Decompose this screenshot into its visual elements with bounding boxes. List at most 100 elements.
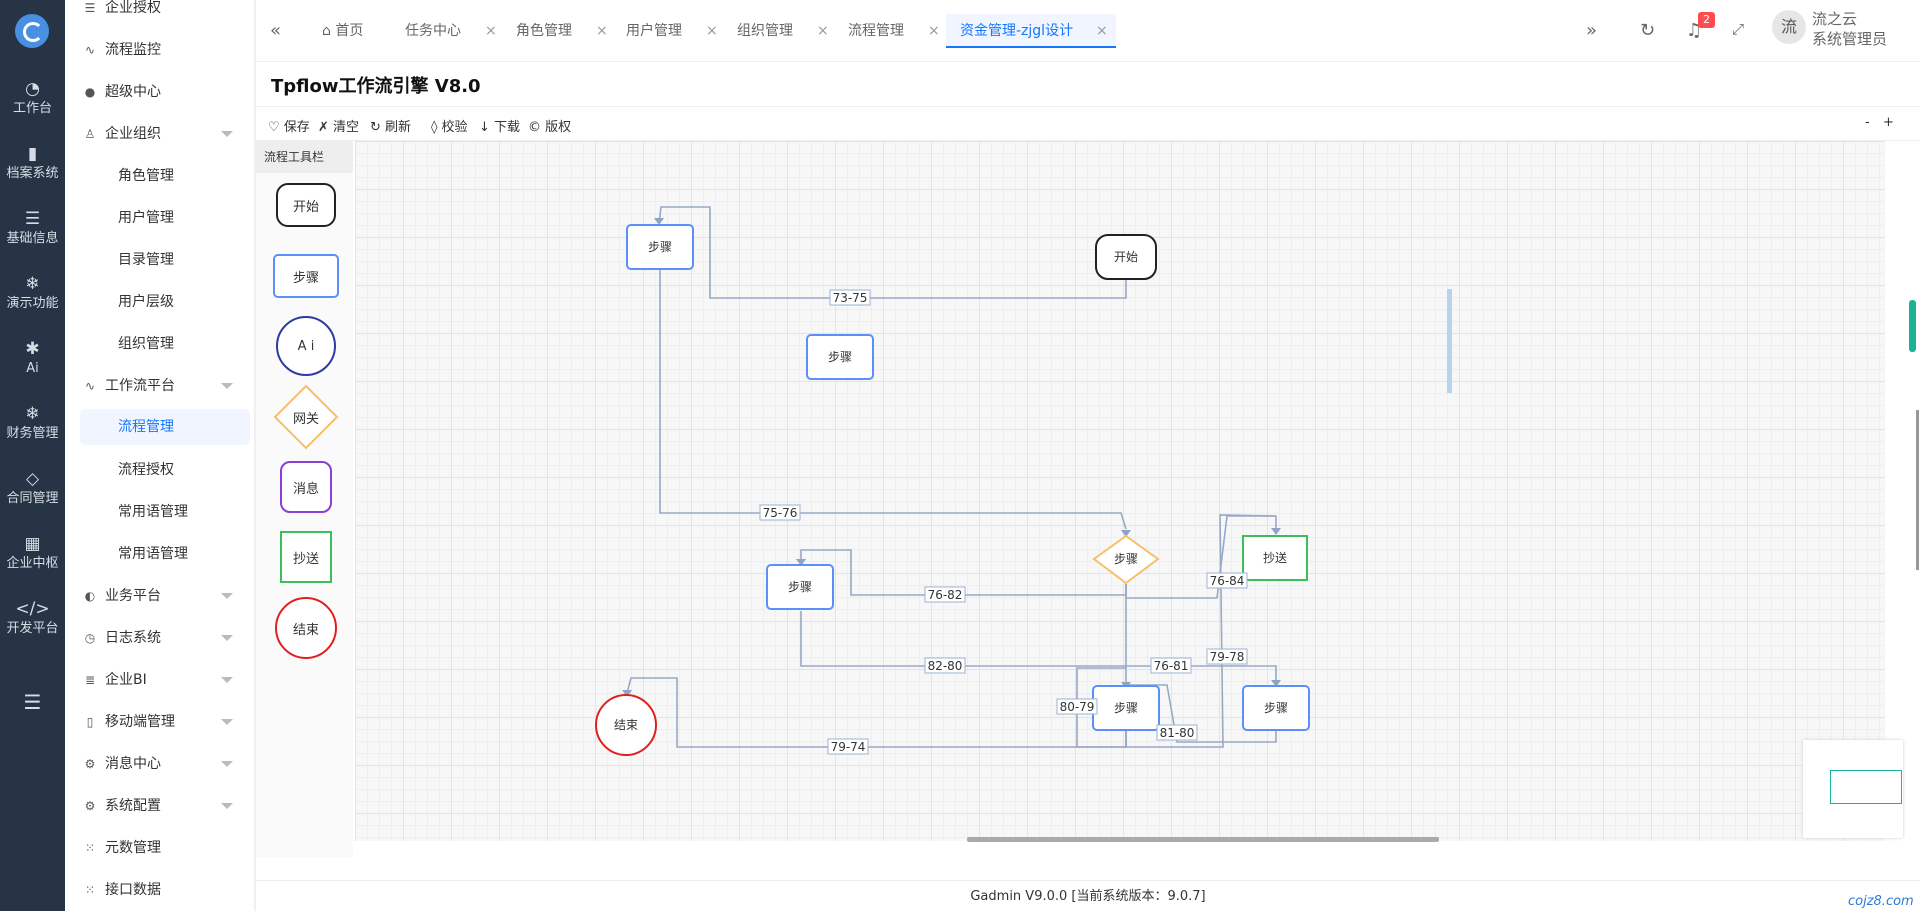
node-step-5[interactable]	[1242, 685, 1310, 731]
palm-icon: ✱	[25, 339, 40, 359]
refresh-button[interactable]: ↻ 刷新	[370, 120, 412, 135]
edge-79-74[interactable]	[626, 677, 1127, 748]
selection-handle[interactable]	[1447, 289, 1452, 393]
tab-fund-design[interactable]: 资金管理-zjgl设计×	[946, 14, 1116, 48]
zoom-out-button[interactable]: -	[1865, 115, 1870, 130]
palette-start-node[interactable]: 开始	[276, 183, 336, 227]
clock-icon: ◷	[84, 631, 96, 645]
node-label: 步骤	[648, 240, 672, 254]
rail-item-contract[interactable]: ◇合同管理	[0, 462, 65, 522]
palette-message-node[interactable]: 消息	[280, 461, 332, 513]
arrow-head	[622, 690, 632, 697]
clear-button[interactable]: ✗ 清空	[318, 120, 360, 135]
copyright-button[interactable]: © 版权	[528, 120, 572, 135]
node-end[interactable]	[595, 694, 657, 756]
menu-item-role-manage[interactable]: 角色管理	[118, 168, 174, 184]
menu-item-flow-manage[interactable]: 流程管理	[80, 409, 250, 445]
zoom-in-button[interactable]: +	[1883, 115, 1894, 130]
palette-step-node[interactable]: 步骤	[273, 254, 339, 298]
phone-icon: ▯	[86, 715, 94, 729]
menu-item-flow-auth[interactable]: 流程授权	[118, 462, 174, 478]
palette-cc-node[interactable]: 抄送	[280, 531, 332, 583]
menu-item-system-config[interactable]: ⚙系统配置	[65, 788, 255, 824]
horizontal-scrollbar[interactable]	[967, 837, 1439, 842]
flow-canvas[interactable]: 步骤 开始 步骤 步骤 抄送 步骤 结束 步骤 步骤 73-75 75-76	[355, 141, 1885, 841]
minimap[interactable]	[1803, 740, 1903, 838]
menu-item-user-manage[interactable]: 用户管理	[118, 210, 174, 226]
tab-flow-manage[interactable]: 流程管理×	[848, 14, 940, 48]
save-button[interactable]: ♡ 保存	[268, 120, 310, 135]
edge-76-81[interactable]	[1125, 584, 1277, 683]
palette-end-node[interactable]: 结束	[275, 597, 337, 659]
menu-item-enterprise-auth[interactable]: ☰企业授权	[65, 0, 255, 26]
menu-item-phrase-manage[interactable]: 常用语管理	[118, 504, 188, 520]
edge-75-76[interactable]	[659, 269, 1127, 530]
menu-item-api-data[interactable]: ⁙接口数据	[65, 872, 255, 908]
gateway-diamond-icon	[273, 384, 339, 450]
node-label: 步骤	[1264, 701, 1288, 715]
rail-item-archive[interactable]: ▮档案系统	[0, 137, 65, 197]
node-step-2[interactable]	[806, 334, 874, 380]
minimap-viewport[interactable]	[1830, 770, 1902, 804]
rail-item-finance[interactable]: ❄财务管理	[0, 397, 65, 457]
avatar[interactable]: 流	[1772, 10, 1806, 44]
menu-item-message-center[interactable]: ⚙消息中心	[65, 746, 255, 782]
pulse-icon: ∿	[84, 43, 96, 57]
refresh-icon[interactable]: ↻	[1640, 20, 1656, 41]
edge-73-75[interactable]	[658, 206, 1127, 299]
close-icon[interactable]: ×	[485, 23, 497, 39]
tab-role-manage[interactable]: 角色管理×	[516, 14, 608, 48]
menu-item-mobile-manage[interactable]: ▯移动端管理	[65, 704, 255, 740]
user-info[interactable]: 流之云 系统管理员	[1812, 10, 1888, 48]
rail-item-demo[interactable]: ❄演示功能	[0, 267, 65, 327]
vertical-scrollbar-track[interactable]	[1916, 410, 1919, 570]
menu-item-enterprise-org[interactable]: ♙企业组织	[65, 116, 255, 152]
node-step-1[interactable]	[626, 224, 694, 270]
snowflake-icon: ❄	[25, 404, 40, 424]
node-cc[interactable]	[1242, 535, 1308, 581]
close-icon[interactable]: ×	[928, 23, 940, 39]
double-chevron-left-icon[interactable]: «	[270, 20, 282, 41]
palette-ai-node[interactable]: A i	[276, 316, 336, 376]
menu-item-meta-manage[interactable]: ⁙元数管理	[65, 830, 255, 866]
tab-user-manage[interactable]: 用户管理×	[626, 14, 718, 48]
download-button[interactable]: ↓ 下载	[479, 120, 521, 135]
menu-item-user-level[interactable]: 用户层级	[118, 294, 174, 310]
menu-item-phrase-manage-2[interactable]: 常用语管理	[118, 546, 188, 562]
close-icon[interactable]: ×	[596, 23, 608, 39]
close-icon[interactable]: ×	[1096, 23, 1108, 39]
node-gateway[interactable]	[1092, 534, 1160, 585]
menu-item-workflow-platform[interactable]: ∿工作流平台	[65, 368, 255, 404]
check-button[interactable]: ◊ 校验	[431, 120, 468, 135]
gear-icon: ⚙	[84, 757, 96, 771]
menu-item-org-manage[interactable]: 组织管理	[118, 336, 174, 352]
double-chevron-right-icon[interactable]: »	[1586, 20, 1598, 41]
side-menu: ☰企业授权 ∿流程监控 ●超级中心 ♙企业组织 角色管理 用户管理 目录管理 用…	[65, 0, 255, 911]
rail-item-workbench[interactable]: ◔工作台	[0, 72, 65, 132]
palette-gateway-node[interactable]: 网关	[273, 384, 339, 450]
tab-home[interactable]: ⌂ 首页	[322, 23, 364, 39]
node-step-3[interactable]	[766, 564, 834, 610]
fullscreen-icon[interactable]: ⤢	[1732, 20, 1745, 38]
tab-org-manage[interactable]: 组织管理×	[737, 14, 829, 48]
arrow-head	[1271, 528, 1281, 535]
node-label: 开始	[1114, 250, 1138, 264]
vertical-scrollbar-thumb[interactable]	[1909, 300, 1916, 352]
rail-item-ai[interactable]: ✱Ai	[0, 332, 65, 392]
menu-item-dir-manage[interactable]: 目录管理	[118, 252, 174, 268]
rail-item-dev[interactable]: </>开发平台	[0, 592, 65, 652]
rail-item-basic-info[interactable]: ☰基础信息	[0, 202, 65, 262]
menu-item-flow-monitor[interactable]: ∿流程监控	[65, 32, 255, 68]
app-logo-icon[interactable]	[15, 14, 49, 48]
close-icon[interactable]: ×	[706, 23, 718, 39]
menu-item-enterprise-bi[interactable]: ≣企业BI	[65, 662, 255, 698]
gear-icon: ⚙	[84, 799, 96, 813]
rail-item-hub[interactable]: ▦企业中枢	[0, 527, 65, 587]
collapse-menu-icon[interactable]: ☰	[23, 690, 42, 714]
menu-item-business-platform[interactable]: ◐业务平台	[65, 578, 255, 614]
tab-task-center[interactable]: 任务中心×	[405, 14, 497, 48]
menu-item-super-center[interactable]: ●超级中心	[65, 74, 255, 110]
menu-item-log-system[interactable]: ◷日志系统	[65, 620, 255, 656]
node-start[interactable]	[1095, 234, 1157, 280]
close-icon[interactable]: ×	[817, 23, 829, 39]
